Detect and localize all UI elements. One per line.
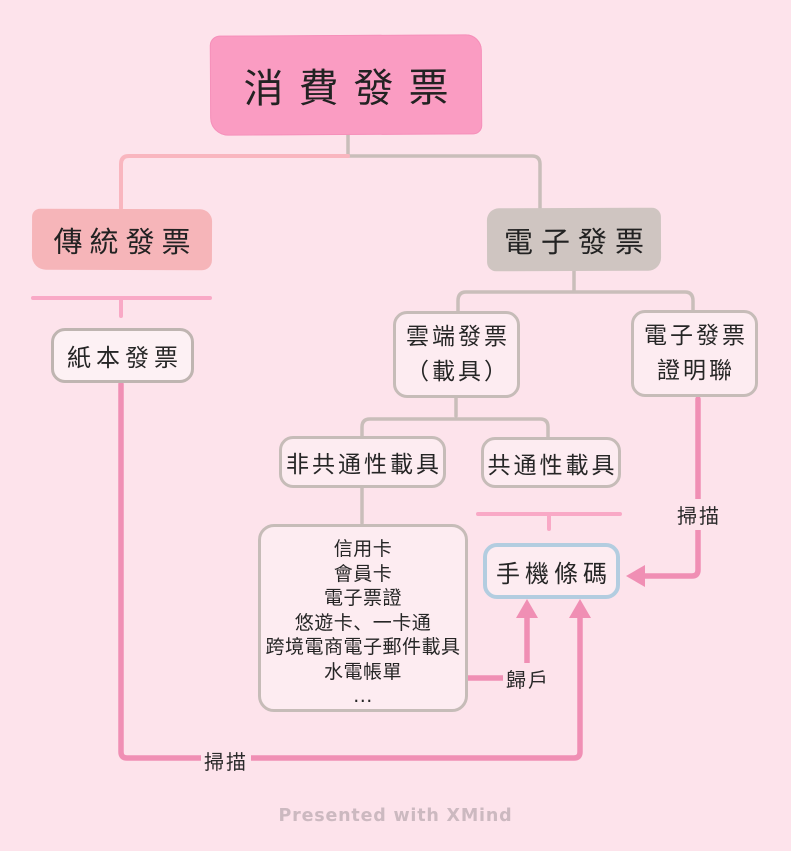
list-item-utility-bill: 水電帳單	[323, 660, 402, 683]
connector-root-to-electronic	[346, 154, 542, 210]
edge-label-scan: 掃描	[674, 499, 724, 530]
summary-traditional-to-paper	[31, 296, 212, 318]
topic-carrier-examples-list: 信用卡 會員卡 電子票證 悠遊卡、一卡通 跨境電商電子郵件載具 水電帳單 ...	[258, 524, 468, 712]
edge-label-scan-bottom: 掃描	[201, 745, 251, 776]
connector-cloud-children	[360, 417, 550, 440]
topic-cloud-invoice-line1: 雲端發票	[406, 323, 510, 350]
arrowhead-proof-to-barcode	[626, 565, 645, 587]
topic-common-carrier: 共通性載具	[481, 437, 621, 488]
topic-consumer-invoice-label: 消費發票	[243, 65, 464, 113]
list-item-member-card: 會員卡	[333, 562, 393, 585]
topic-consumer-invoice: 消費發票	[209, 34, 483, 136]
arrowhead-paper-to-barcode	[569, 599, 591, 618]
topic-cloud-invoice-line2: （載具）	[406, 358, 510, 385]
topic-einvoice-proof-line2: 證明聯	[657, 357, 735, 384]
topic-non-common-carrier-label: 非共通性載具	[286, 452, 442, 478]
topic-paper-invoice-label: 紙本發票	[67, 344, 183, 372]
topic-non-common-carrier: 非共通性載具	[279, 436, 446, 488]
topic-common-carrier-label: 共通性載具	[487, 452, 618, 479]
summary-common-to-barcode	[476, 512, 622, 531]
topic-mobile-barcode-label: 手機條碼	[496, 559, 612, 588]
arrow-proof-to-barcode	[641, 396, 701, 579]
topic-paper-invoice: 紙本發票	[51, 328, 194, 383]
topic-einvoice-proof-line1: 電子發票	[644, 322, 748, 349]
topic-cloud-invoice-carrier: 雲端發票 （載具）	[393, 311, 520, 398]
list-item-easycard-ipass: 悠遊卡、一卡通	[294, 611, 432, 634]
arrow-paper-to-barcode	[118, 381, 583, 761]
topic-traditional-invoice-label: 傳統發票	[53, 224, 198, 259]
xmind-watermark: Presented with XMind	[278, 806, 513, 826]
topic-einvoice-proof-copy: 電子發票 證明聯	[631, 310, 758, 397]
connector-root-to-traditional	[119, 154, 350, 210]
topic-traditional-invoice: 傳統發票	[31, 208, 213, 271]
topic-electronic-invoice-label: 電子發票	[503, 224, 653, 259]
arrowhead-consolidate-to-barcode	[516, 599, 538, 618]
edge-label-consolidate: 歸戶	[503, 663, 553, 694]
topic-mobile-barcode: 手機條碼	[483, 543, 620, 599]
list-item-credit-card: 信用卡	[333, 538, 393, 560]
list-item-eticket: 電子票證	[323, 587, 402, 609]
connector-electronic-children	[456, 290, 695, 313]
topic-electronic-invoice: 電子發票	[486, 207, 662, 272]
list-item-ellipsis: ...	[353, 685, 373, 707]
list-item-cross-border-email: 跨境電商電子郵件載具	[265, 636, 461, 658]
